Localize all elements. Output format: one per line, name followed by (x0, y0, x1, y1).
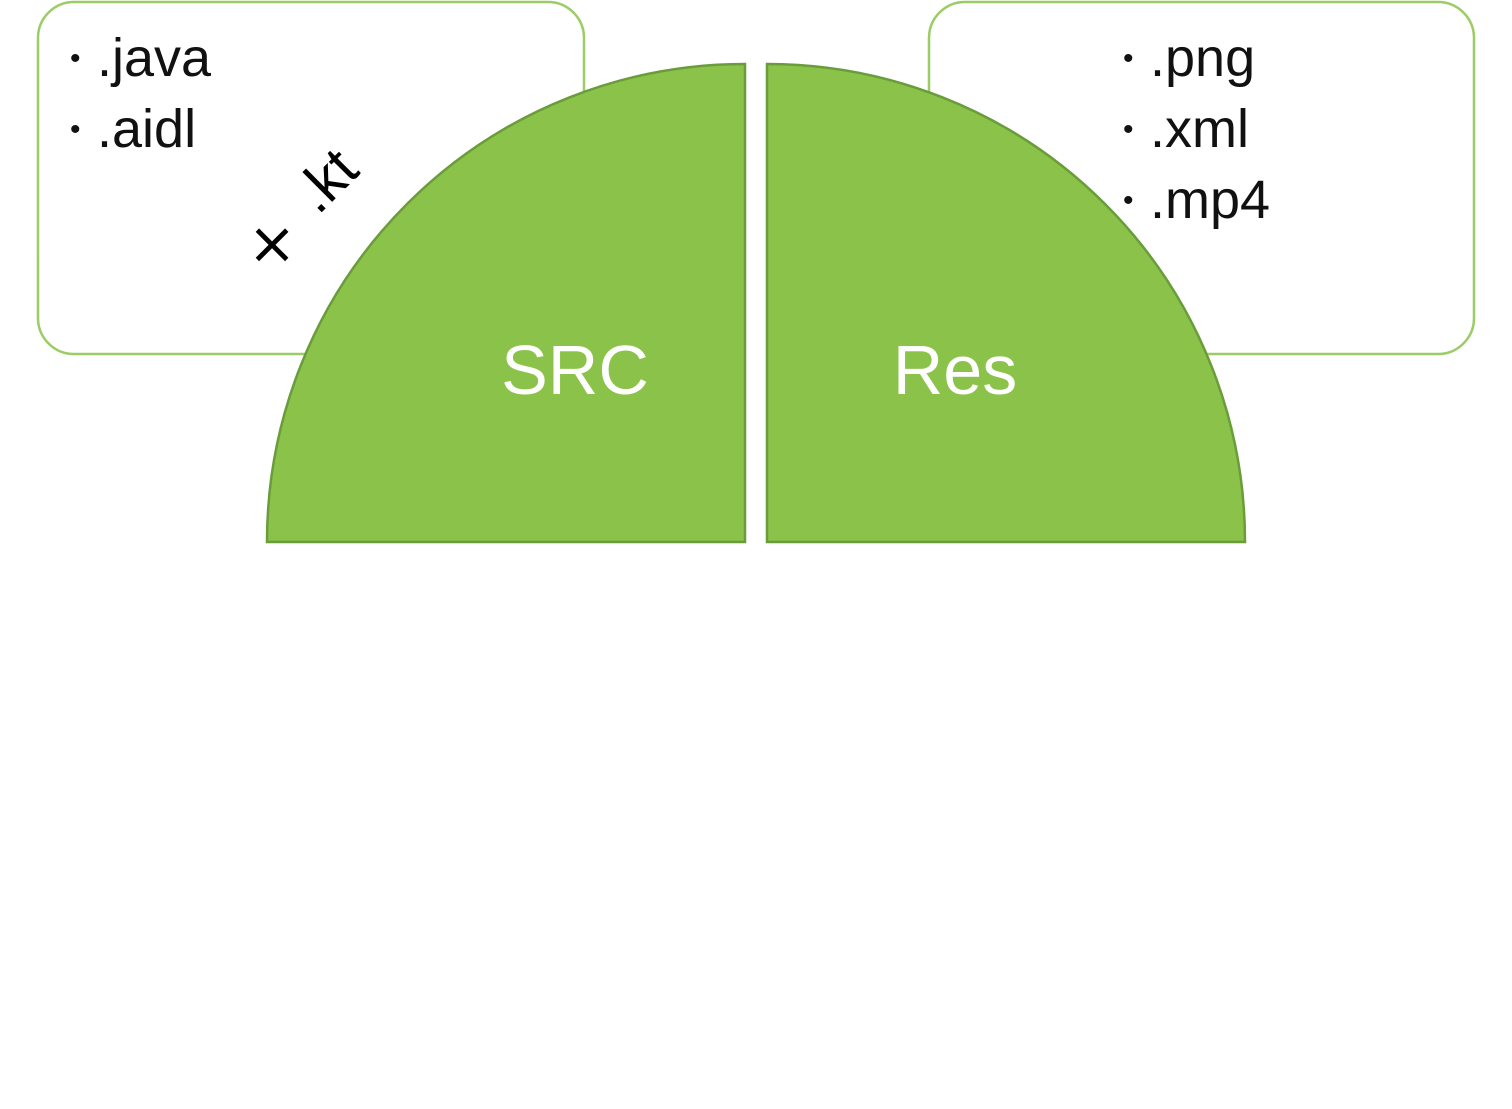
res-label: Res (893, 331, 1017, 409)
list-item: .aidl (97, 99, 196, 159)
list-item: .java (97, 28, 212, 88)
list-item-bullet: • (1123, 42, 1134, 75)
list-item: .xml (1150, 99, 1249, 159)
src-extension-list: • .java • .aidl (70, 28, 212, 159)
src-segment (265, 62, 747, 544)
cross-mark: × (248, 209, 297, 277)
list-item-bullet: • (1123, 184, 1134, 217)
list-item: .png (1150, 28, 1255, 88)
res-segment (765, 62, 1247, 544)
list-item-bullet: • (70, 42, 81, 75)
src-label: SRC (501, 331, 649, 409)
list-item: .mp4 (1150, 170, 1270, 230)
list-item-bullet: • (70, 113, 81, 146)
list-item-bullet: • (1123, 113, 1134, 146)
res-extension-list: • .png • .xml • .mp4 (1123, 28, 1270, 230)
